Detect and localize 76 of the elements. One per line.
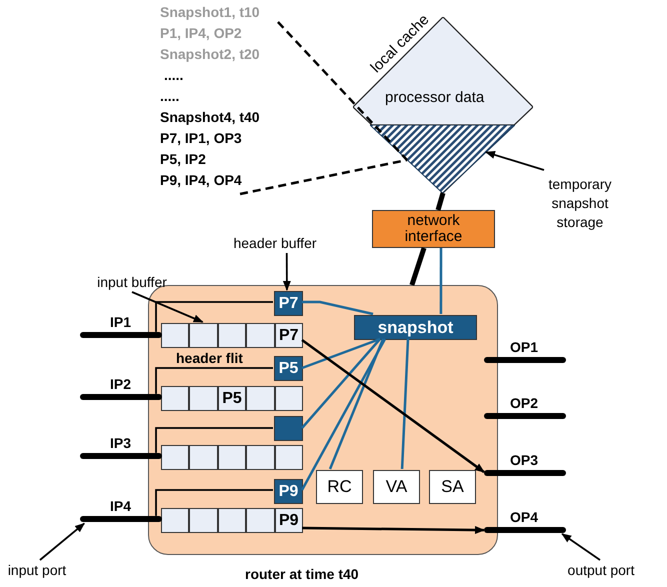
port-label: IP2 [110,375,132,393]
buffer-slot [189,323,218,348]
port-label: OP4 [510,508,538,526]
buffer-slot [218,323,246,348]
arrow [282,253,291,291]
arrow [561,533,601,561]
port-label: IP3 [110,434,132,452]
buffer-slot: P5 [218,386,246,411]
arrow [132,291,204,323]
unit-box: VA [373,470,420,504]
connector-line [436,192,446,211]
log-entry: Snapshot1, t10 [160,3,260,22]
buffer-slot [274,445,303,470]
header-buffer-slot: P5 [274,356,303,381]
log-entry: P1, IP4, OP2 [160,24,242,43]
router-caption: router at time t40 [245,565,359,584]
callout-label: temporary snapshot storage [530,170,630,236]
connector-line [328,338,384,470]
connector-line [302,338,380,370]
connector-line [301,338,381,429]
log-entry: Snapshot4, t40 [160,108,260,127]
port-label: IP1 [110,313,132,331]
cache-region-label: processor data [385,88,484,108]
connector-line [155,489,273,516]
buffer-slot [246,508,275,533]
buffer-slot [246,386,275,411]
callout-label: header buffer [226,233,324,253]
buffer-slot [189,508,218,533]
buffer-slot [274,386,303,411]
log-entry: Snapshot2, t20 [160,45,260,64]
log-entry: P9, IP4, OP4 [160,171,242,190]
header-buffer-slot [274,416,303,441]
arrow [301,338,485,474]
buffer-slot: P9 [274,508,303,533]
log-entry: P5, IP2 [160,150,206,169]
buffer-slot [161,323,190,348]
port-label: OP3 [510,451,538,469]
port-label: OP2 [510,394,538,412]
interface-box: network interface [372,210,495,248]
connector-line [300,338,386,491]
connector-line [302,300,374,316]
buffer-slot [161,386,190,411]
arrow [485,151,544,171]
header-buffer-slot: P7 [274,291,303,316]
dashed-line [240,158,408,196]
connector-line [400,338,410,470]
buffer-slot [218,508,246,533]
log-entry: P7, IP1, OP3 [160,129,242,148]
arrow [39,522,85,561]
port-label: OP1 [510,338,538,356]
connector-line [410,247,426,286]
unit-box: RC [316,470,363,504]
buffer-slot [246,445,275,470]
buffer-slot [189,386,218,411]
buffer-slot [189,445,218,470]
buffer-slot [218,445,246,470]
connector-line [440,248,442,314]
log-entry: ..... [160,87,180,106]
arrow [302,526,485,534]
callout-label: input port [0,560,74,580]
log-entry: ..... [163,66,184,85]
buffer-slot: P7 [274,323,303,348]
unit-box: SA [429,470,476,504]
connector-line [155,367,273,394]
port-label: IP4 [110,497,132,515]
buffer-slot [246,323,275,348]
header-buffer-slot: P9 [274,479,303,504]
dashed-line [277,21,408,161]
buffer-slot [161,508,190,533]
connector-line [155,427,273,453]
snapshot-box: snapshot [354,315,477,340]
callout-label: output port [552,560,650,580]
connector-line [155,301,273,332]
buffer-slot [161,445,190,470]
note-label: header flit [176,349,243,367]
callout-label: input buffer [84,272,180,292]
